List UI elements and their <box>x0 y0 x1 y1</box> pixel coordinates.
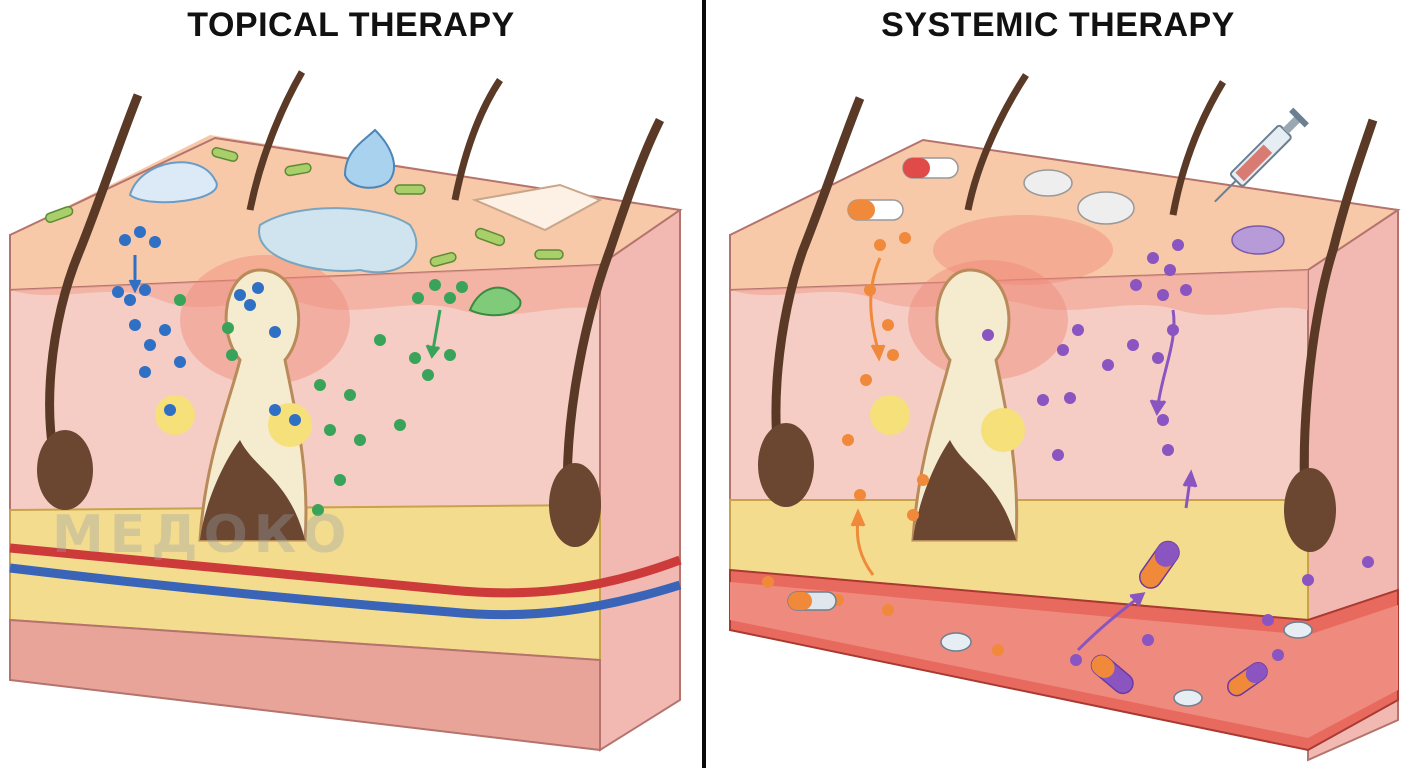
white-tablet <box>1024 170 1072 196</box>
systemic-therapy-panel: SYSTEMIC THERAPY <box>708 0 1408 768</box>
purple-tablet <box>1232 226 1284 254</box>
skin-block-side <box>600 205 680 750</box>
panel-divider <box>702 0 706 768</box>
capsule-red-white-pill <box>903 158 958 178</box>
systemic-skin-cross-section <box>708 0 1408 768</box>
watermark: МЕДОКО <box>52 505 353 565</box>
white-tablet <box>1078 192 1134 224</box>
topical-therapy-panel: TOPICAL THERAPY <box>0 0 702 768</box>
topical-skin-cross-section <box>0 0 702 768</box>
capsule-orange-white-pill <box>848 200 903 220</box>
